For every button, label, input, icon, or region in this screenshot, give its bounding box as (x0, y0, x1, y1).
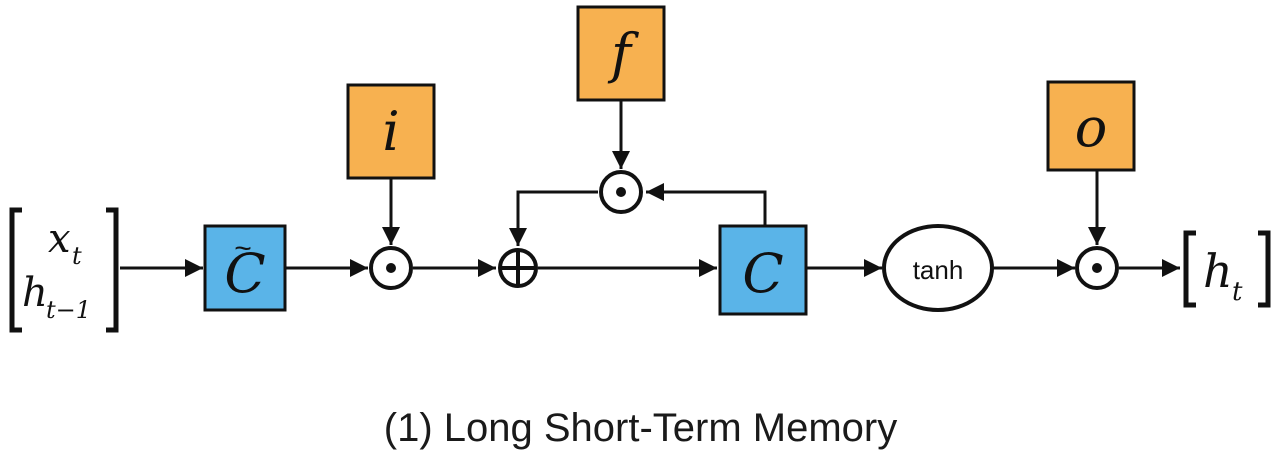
multiply-node-i (369, 246, 413, 290)
tanh-label: tanh (913, 255, 964, 285)
input-x: x (48, 216, 71, 262)
add-node (498, 248, 538, 288)
output-h: h (1203, 244, 1233, 298)
candidate-tilde: ~ (234, 232, 252, 265)
cell-state-box: C (718, 224, 808, 316)
connections (120, 100, 1180, 277)
input-h-subscript: t−1 (46, 296, 91, 324)
input-vector: x t h t−1 (9, 207, 119, 333)
forget-gate: f (576, 5, 666, 102)
right-bracket-close (1258, 230, 1271, 308)
edge-cell-feedback (646, 183, 767, 226)
input-x-subscript: t (72, 242, 82, 270)
output-gate: o (1046, 80, 1136, 172)
output-vector: h t (1183, 230, 1271, 308)
tanh-node: tanh (882, 224, 994, 312)
candidate-letter: C (224, 242, 265, 305)
input-gate: i (346, 83, 436, 180)
multiply-node-o (1075, 246, 1119, 290)
figure-caption: (1) Long Short-Term Memory (383, 406, 898, 450)
left-bracket-close (106, 207, 119, 333)
input-h: h (22, 270, 48, 316)
edge-mult-f-to-add (509, 190, 598, 246)
cell-state-label: C (742, 242, 783, 305)
multiply-node-f (599, 170, 643, 214)
input-gate-label: i (382, 100, 399, 163)
output-gate-label: o (1075, 96, 1108, 159)
left-bracket-open (9, 207, 22, 333)
right-bracket-open (1183, 230, 1196, 308)
output-h-subscript: t (1232, 277, 1243, 307)
candidate-box: C ~ (203, 224, 287, 312)
